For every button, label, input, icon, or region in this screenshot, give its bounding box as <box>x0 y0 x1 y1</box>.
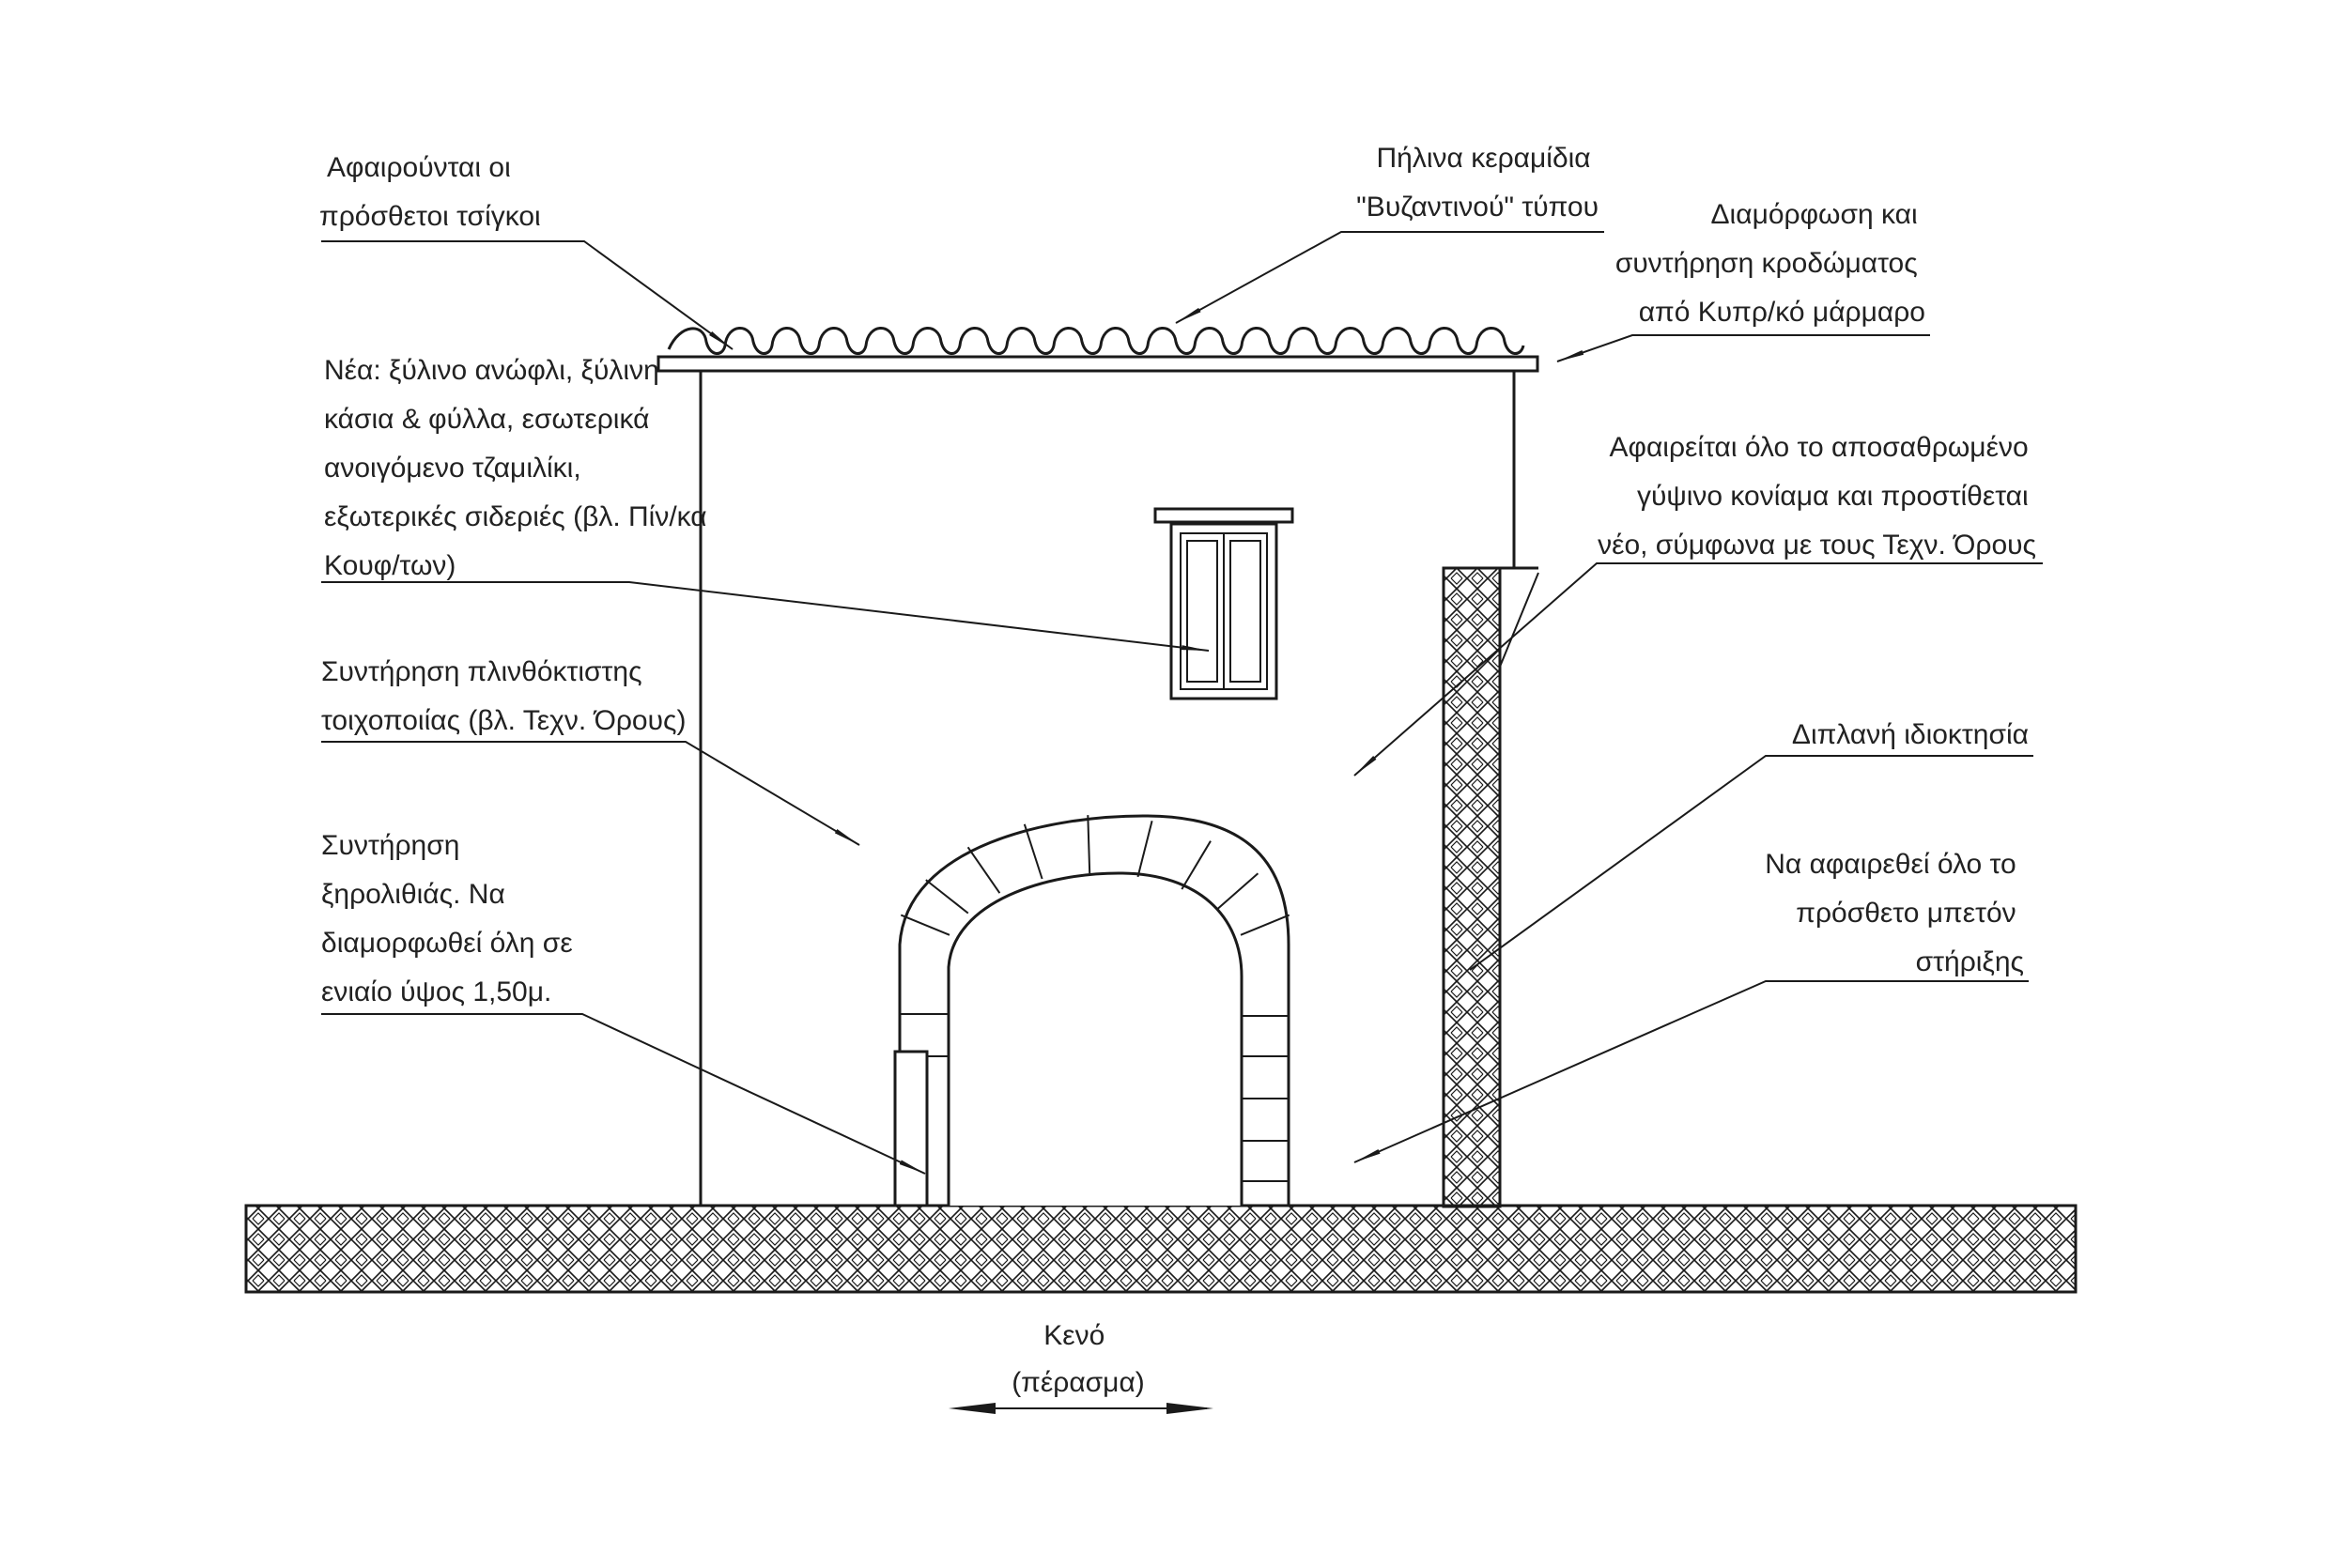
voussoir-joint <box>925 879 969 915</box>
annotation-passage: Κενό (πέρασμα) <box>1012 1320 1145 1398</box>
annotation-line: διαμορφωθεί όλη σε <box>321 928 573 959</box>
annotation-line: εξωτερικές σιδεριές (βλ. Πίν/κα <box>324 501 707 532</box>
voussoir-joint <box>1216 872 1259 911</box>
voussoir-joint <box>1023 823 1043 880</box>
cornice <box>657 355 1539 373</box>
neighbor-wall <box>1442 566 1539 1208</box>
roof-tile-wave <box>667 327 1525 355</box>
annotation-line: κάσια & φύλλα, εσωτερικά <box>324 404 649 435</box>
voussoir-joint <box>1181 840 1212 890</box>
annotation-line: ενιαίο ύψος 1,50μ. <box>321 976 551 1007</box>
annotation-line: Αφαιρείται όλο το αποσαθρωμένο <box>1610 432 2029 463</box>
annotation-line: "Βυζαντινού" τύπου <box>1356 192 1599 223</box>
annotation-line: γύψινο κονίαμα και προστίθεται <box>1637 481 2029 512</box>
annotation-dry-stone: Συντήρηση ξηρολιθιάς. Να διαμορφωθεί όλη… <box>321 830 580 1007</box>
annotation-line: πρόσθετοι τσίγκοι <box>319 201 541 232</box>
annotation-line: Κουφ/των) <box>324 550 456 581</box>
annotation-line: Αφαιρούνται οι <box>327 152 511 183</box>
building-walls <box>699 372 1516 1206</box>
annotation-line: συντήρηση κροδώματος <box>1615 248 1918 279</box>
annotation-line: πρόσθετο μπετόν <box>1796 898 2016 929</box>
annotation-line: (πέρασμα) <box>1012 1367 1145 1398</box>
annotation-concrete: Να αφαιρεθεί όλο το πρόσθετο μπετόν στήρ… <box>1765 849 2024 977</box>
annotation-line: Κενό <box>1043 1320 1104 1351</box>
ground <box>244 1204 2078 1294</box>
annotation-line: νέο, σύμφωνα με τους Τεχν. Όρους <box>1598 530 2036 561</box>
annotation-line: τοιχοποιίας (βλ. Τεχν. Όρους) <box>321 705 686 736</box>
annotation-cornice: Διαμόρφωση και συντήρηση κροδώματος από … <box>1615 199 1925 328</box>
annotation-neighbor: Διπλανή ιδιοκτησία <box>1792 719 2029 750</box>
annotation-new-window: Νέα: ξύλινο ανώφλι, ξύλινη κάσια & φύλλα… <box>324 355 715 581</box>
voussoir-joint <box>900 914 950 936</box>
voussoir-joint <box>1087 815 1091 874</box>
voussoir-joint <box>966 846 1001 894</box>
annotation-plaster: Αφαιρείται όλο το αποσαθρωμένο γύψινο κο… <box>1598 432 2036 561</box>
annotations: Αφαιρούνται οι πρόσθετοι τσίγκοι Πήλινα … <box>319 143 2036 1398</box>
annotation-brick-wall: Συντήρηση πλινθόκτιστης τοιχοποιίας (βλ.… <box>321 656 686 736</box>
annotation-clay-tiles: Πήλινα κεραμίδια "Βυζαντινού" τύπου <box>1356 143 1599 223</box>
annotation-line: ανοιγόμενο τζαμιλίκι, <box>324 453 581 484</box>
leader-lines <box>321 231 2043 1175</box>
annotation-line: Να αφαιρεθεί όλο το <box>1765 849 2016 880</box>
annotation-line: από Κυπρ/κό μάρμαρο <box>1639 297 1925 328</box>
annotation-line: Συντήρηση πλινθόκτιστης <box>321 656 642 687</box>
annotation-line: ξηρολιθιάς. Να <box>321 879 505 910</box>
roof-tiles <box>667 327 1525 355</box>
annotation-line: Διπλανή ιδιοκτησία <box>1792 719 2029 750</box>
arch-voussoirs <box>900 815 1290 936</box>
window <box>1153 507 1294 700</box>
annotation-line: στήριξης <box>1916 946 2024 977</box>
annotation-line: Συντήρηση <box>321 830 459 861</box>
annotation-remove-zinc: Αφαιρούνται οι πρόσθετοι τσίγκοι <box>319 152 541 232</box>
voussoir-joint <box>1136 821 1153 878</box>
arched-doorway <box>893 814 1290 1207</box>
annotation-line: Πήλινα κεραμίδια <box>1377 143 1591 174</box>
annotation-line: Νέα: ξύλινο ανώφλι, ξύλινη <box>324 355 659 386</box>
passage-arrow <box>949 1403 1213 1414</box>
annotation-line: Διαμόρφωση και <box>1711 199 1918 230</box>
dry-stone-wall <box>893 1050 929 1207</box>
voussoir-joint <box>1240 914 1290 936</box>
